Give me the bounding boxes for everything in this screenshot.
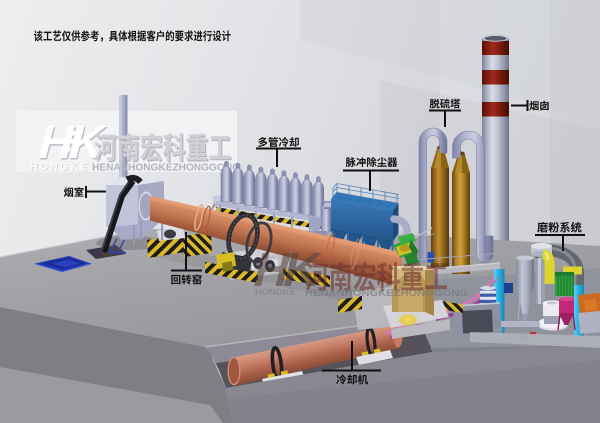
svg-text:HENANHONGKEZHONGGONG: HENANHONGKEZHONGGONG [305, 288, 468, 299]
svg-text:HENANHONGKEZHONGGONG: HENANHONGKEZHONGGONG [92, 162, 240, 174]
svg-text:HONGKE: HONGKE [255, 287, 296, 298]
